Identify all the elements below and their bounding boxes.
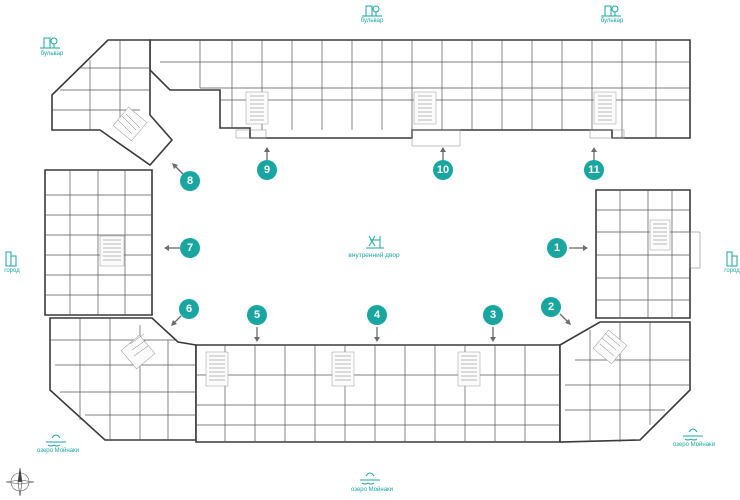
label-right: город (724, 268, 740, 274)
entrance-5[interactable]: 5 (247, 305, 267, 325)
lake-icon-bottom-center (360, 472, 380, 485)
entrance-6[interactable]: 6 (179, 299, 199, 319)
room-grid-top (160, 40, 690, 138)
entrance-canopy-11 (589, 129, 625, 139)
entrance-3[interactable]: 3 (483, 305, 503, 325)
entrance-canopy-9 (235, 129, 267, 139)
wing-bottom (195, 344, 561, 443)
label-bottom-left: озеро Мойнаки (36, 448, 80, 454)
entrance-11[interactable]: 11 (584, 160, 604, 180)
entrance-canopy-10 (411, 129, 461, 147)
room-grid-right (596, 190, 701, 318)
wing-top (149, 39, 691, 139)
wing-bottom-right (559, 321, 691, 443)
room-grid-bottom-left (50, 318, 196, 440)
wing-right (595, 189, 691, 319)
entrance-8[interactable]: 8 (180, 171, 200, 191)
room-grid-bottom-right (565, 322, 690, 442)
label-left: город (4, 268, 20, 274)
entrance-9[interactable]: 9 (257, 160, 277, 180)
entrance-7[interactable]: 7 (180, 238, 200, 258)
room-grid-left (45, 170, 152, 315)
room-grid-bottom (196, 345, 560, 442)
lake-icon-bottom-right (683, 428, 703, 441)
boulevard-icon-top-2 (601, 5, 621, 17)
label-bottom-right: озеро Мойнаки (672, 442, 716, 448)
entrance-arrows (164, 147, 597, 342)
wing-top-left (51, 39, 174, 167)
city-icon-right (726, 251, 738, 267)
label-top-left: бульвар (40, 51, 64, 57)
entrance-2[interactable]: 2 (541, 297, 561, 317)
entrance-10[interactable]: 10 (433, 160, 453, 180)
room-grid-top-left (52, 40, 150, 142)
lake-icon-bottom-left (46, 434, 66, 447)
label-bottom-center: озеро Мойнаки (350, 487, 394, 493)
boulevard-icon-top-left (40, 37, 60, 49)
wing-bottom-left (49, 317, 197, 441)
city-icon-left (5, 251, 17, 267)
label-top-2: бульвар (600, 18, 624, 24)
courtyard-label: внутренний двор (348, 252, 400, 259)
entrance-1[interactable]: 1 (547, 238, 567, 258)
boulevard-icon-top-1 (362, 5, 382, 17)
playground-icon (366, 235, 384, 249)
wing-left (44, 169, 153, 316)
compass-rose-icon (5, 467, 35, 497)
balcony-right (689, 231, 701, 269)
entrance-4[interactable]: 4 (367, 305, 387, 325)
label-top-1: бульвар (360, 18, 384, 24)
